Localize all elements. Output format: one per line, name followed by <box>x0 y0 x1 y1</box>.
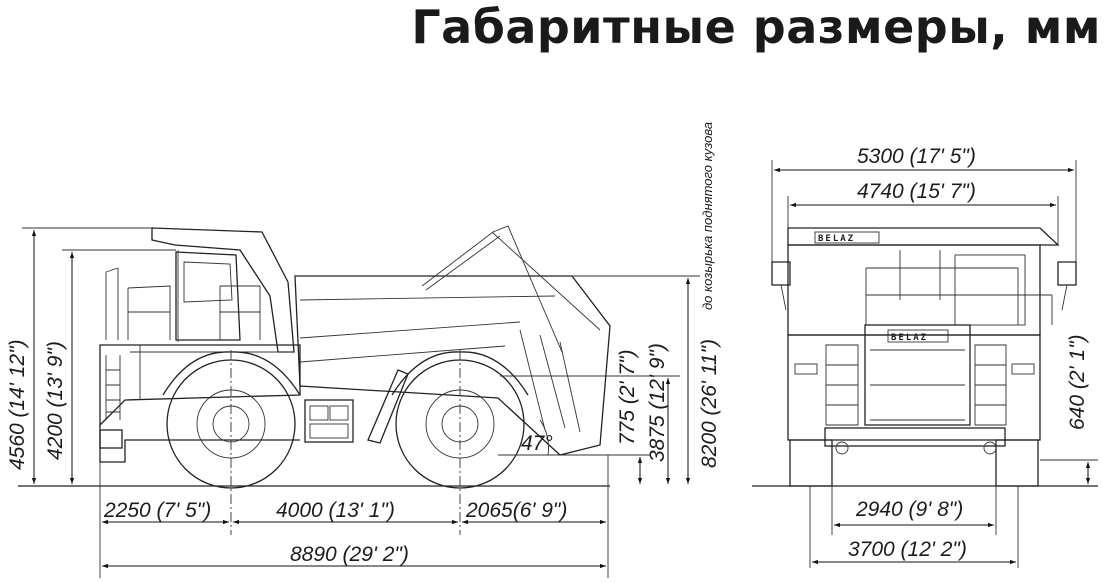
body-width-label: 4740 (15' 7") <box>857 180 976 203</box>
raised-body-height-label: 8200 (26' 11") <box>698 339 721 468</box>
ground-clearance-label: 640 (2' 1") <box>1066 334 1089 430</box>
total-height-canopy-label: 4560 (14' 12") <box>6 339 29 470</box>
rear-overhang-label: 2065(6' 9") <box>465 499 567 522</box>
raised-body-note: до козырька поднятого кузова <box>700 122 715 310</box>
brand-logo: BELAZ <box>818 234 855 244</box>
cab-height-label: 4200 (13' 9") <box>44 341 67 460</box>
truck-side-outline <box>99 225 640 535</box>
dump-angle-label: 47° <box>521 432 553 455</box>
truck-front-outline: BELAZ BELAZ <box>771 227 1098 487</box>
side-view: 4560 (14' 12") 4200 (13' 9") 8200 (26' 1… <box>6 122 721 578</box>
front-view: BELAZ BELAZ <box>752 145 1098 568</box>
rear-width-label: 3700 (12' 2") <box>848 538 967 561</box>
overall-width-mirrors-label: 5300 (17' 5") <box>857 145 976 168</box>
front-track-label: 2940 (9' 8") <box>855 498 963 521</box>
page-title: Габаритные размеры, мм <box>411 0 1101 54</box>
grille-logo: BELAZ <box>891 333 928 343</box>
overall-length-label: 8890 (29' 2") <box>290 543 409 566</box>
front-overhang-label: 2250 (7' 5") <box>103 499 211 522</box>
wheelbase-label: 4000 (13' 1") <box>276 499 395 522</box>
body-pivot-height-label: 3875 (12' 9") <box>646 343 669 462</box>
rear-clearance-label: 775 (2' 7") <box>616 349 639 445</box>
